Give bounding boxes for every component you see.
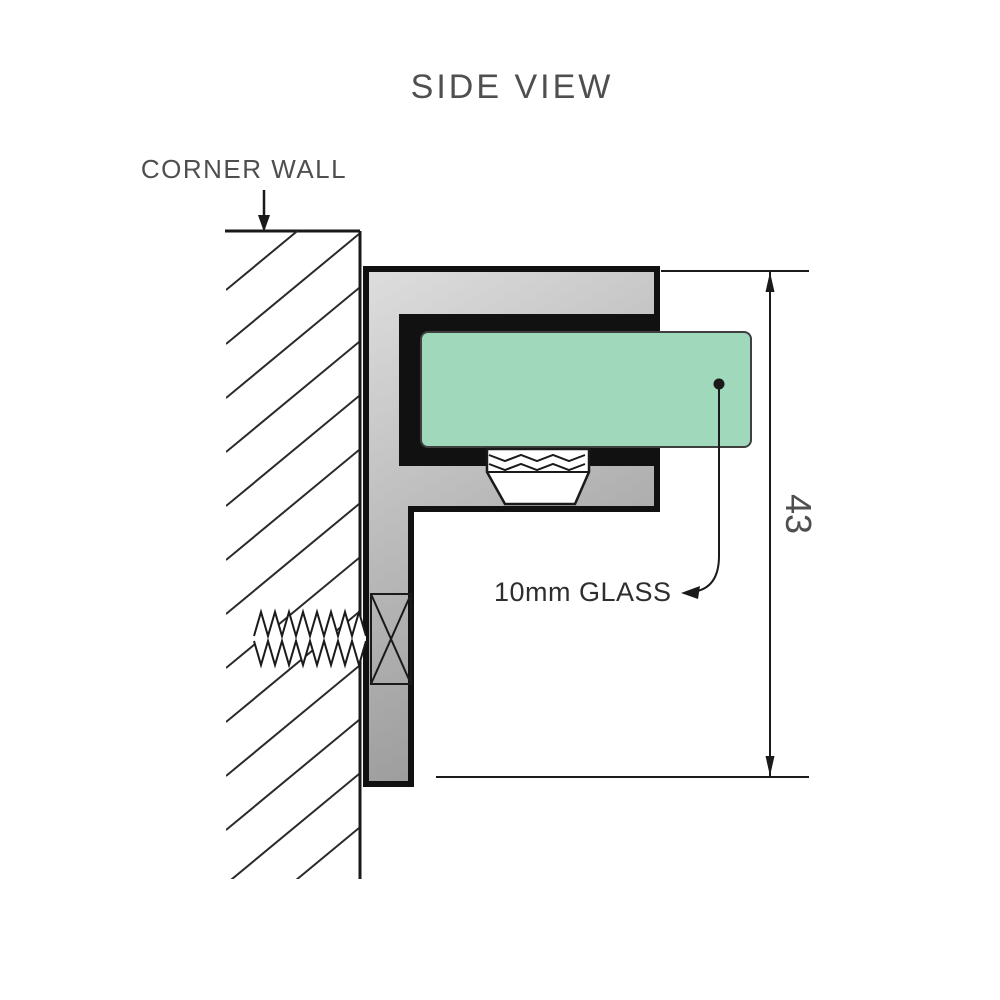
corner-wall-callout: CORNER WALL (141, 154, 347, 232)
page-title: SIDE VIEW (411, 68, 614, 106)
screw-thread-lower (253, 637, 367, 669)
wall (225, 229, 362, 879)
grub-screw-thread-line (488, 462, 586, 472)
glass-panel (420, 331, 752, 448)
dimension-arrowhead-top-icon (765, 272, 775, 292)
screw-head-cross-section (370, 593, 412, 685)
corner-wall-arrowhead-icon (258, 215, 270, 232)
corner-wall-label: CORNER WALL (141, 154, 347, 184)
grub-screw (485, 447, 591, 506)
mounting-screw (253, 593, 412, 685)
glass-callout: 10mm GLASS (494, 378, 725, 607)
grub-screw-body (485, 447, 591, 506)
wall-hatching (226, 231, 359, 879)
glass-label: 10mm GLASS (494, 577, 672, 607)
screw-cross-line (370, 593, 412, 685)
screw-thread-upper (253, 608, 367, 640)
grub-screw-thread-line (488, 453, 586, 463)
glass-leader-arrowhead-icon (681, 586, 700, 599)
dimension-arrowhead-bottom-icon (765, 756, 775, 776)
dimension-label: 43 (778, 494, 819, 534)
screw-bore-outline (370, 593, 412, 685)
dimension-43: 43 (436, 270, 819, 778)
